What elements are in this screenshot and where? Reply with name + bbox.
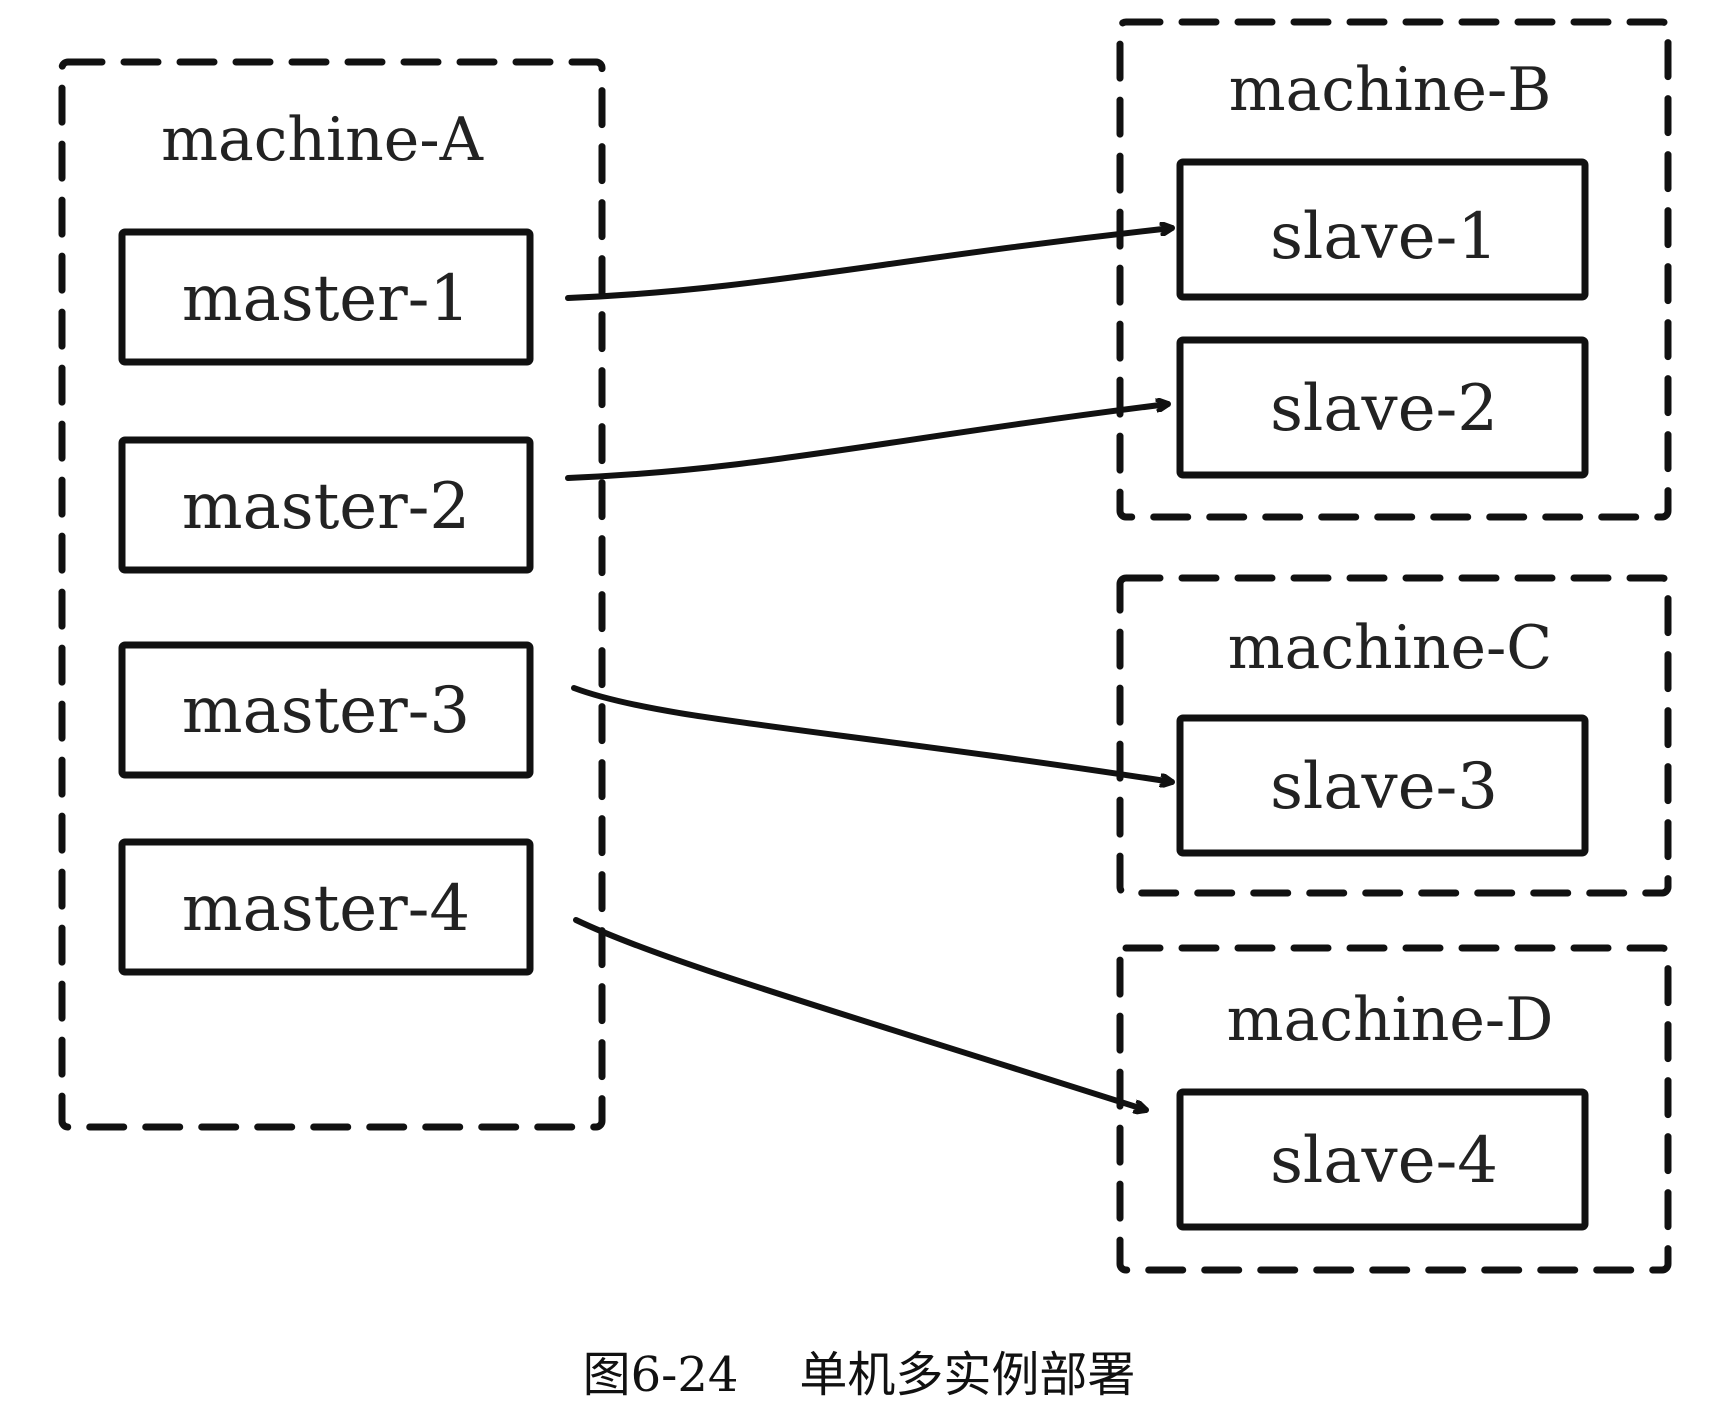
link-master-3-to-slave-3 (571, 685, 1172, 782)
figure-caption: 图6-24 单机多实例部署 (582, 1347, 1136, 1403)
machine-A-title: machine-A (161, 105, 484, 175)
replication-links (565, 228, 1175, 1110)
master-1-label: master-1 (182, 262, 470, 336)
slave-4-label: slave-4 (1270, 1124, 1498, 1198)
machine-B-group: machine-B slave-1 slave-2 (1116, 18, 1672, 521)
slave-2-node: slave-2 (1176, 336, 1589, 479)
master-2-node: master-2 (118, 436, 534, 574)
slave-4-node: slave-4 (1176, 1088, 1589, 1231)
link-master-4-to-slave-4 (573, 917, 1146, 1110)
master-2-label: master-2 (182, 470, 470, 544)
machine-C-group: machine-C slave-3 (1116, 574, 1672, 897)
master-1-node: master-1 (118, 228, 534, 366)
master-3-label: master-3 (182, 674, 470, 748)
master-3-node: master-3 (118, 641, 534, 779)
slave-2-label: slave-2 (1270, 372, 1498, 446)
slave-1-node: slave-1 (1176, 158, 1589, 301)
machine-D-group: machine-D slave-4 (1116, 944, 1672, 1274)
link-master-1-to-slave-1 (565, 228, 1175, 301)
machine-D-title: machine-D (1227, 985, 1554, 1055)
link-master-2-to-slave-2 (565, 404, 1171, 481)
master-4-node: master-4 (118, 838, 534, 976)
machine-D-boundary (1116, 944, 1672, 1274)
slave-1-label: slave-1 (1270, 200, 1498, 274)
machine-B-boundary (1116, 18, 1672, 521)
machine-B-title: machine-B (1229, 55, 1552, 125)
master-4-label: master-4 (182, 872, 470, 946)
slave-3-label: slave-3 (1270, 750, 1498, 824)
deployment-diagram: machine-A master-1 master-2 master-3 mas… (58, 18, 1672, 1274)
machine-A-group: machine-A master-1 master-2 master-3 mas… (58, 58, 606, 1131)
machine-C-boundary (1116, 574, 1672, 897)
machine-A-boundary (58, 58, 606, 1131)
machine-C-title: machine-C (1228, 613, 1552, 683)
slave-3-node: slave-3 (1176, 714, 1589, 857)
